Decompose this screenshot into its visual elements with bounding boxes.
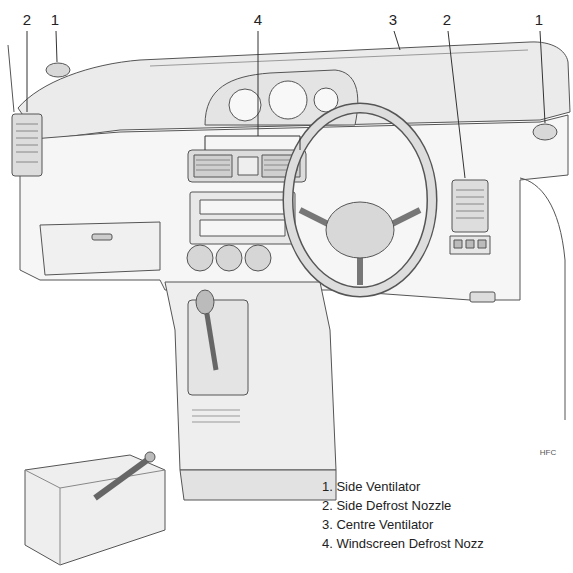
- leader-line: [448, 31, 465, 178]
- leader-line: [540, 31, 545, 123]
- side-defrost-nozzle: [452, 180, 488, 232]
- callout-number: 1: [535, 12, 543, 29]
- callout-number: 4: [254, 12, 262, 29]
- handbrake: [95, 458, 150, 498]
- steering-wheel: [288, 108, 432, 292]
- glovebox: [40, 222, 160, 275]
- side-ventilator: [533, 124, 557, 140]
- dash-face: [20, 115, 568, 300]
- figure-code: HFC: [540, 449, 556, 458]
- knob: [187, 245, 213, 271]
- side-ventilator: [46, 63, 70, 77]
- console: [165, 282, 336, 470]
- key-entry: 2. Side Defrost Nozzle: [322, 499, 451, 513]
- leader-line: [56, 31, 57, 62]
- dashboard: [8, 42, 570, 565]
- callout-number: 2: [443, 12, 451, 29]
- key-entry: 3. Centre Ventilator: [322, 518, 433, 532]
- leader-line: [27, 31, 28, 112]
- gear-lever: [206, 308, 216, 370]
- pillar-line: [8, 45, 14, 112]
- knob: [216, 245, 242, 271]
- callout-number: 1: [51, 12, 59, 29]
- radio: [190, 192, 295, 244]
- leader-lines: [27, 31, 545, 178]
- door-line: [520, 178, 565, 420]
- key-entry: 1. Side Ventilator: [322, 480, 420, 494]
- steering-hub: [326, 202, 394, 258]
- callout-number: 2: [23, 12, 31, 29]
- side-defrost-nozzle: [12, 114, 42, 176]
- leader-line: [394, 31, 400, 50]
- inset-console: [25, 455, 165, 565]
- leader-line: [205, 31, 300, 150]
- callout-number: 3: [389, 12, 397, 29]
- key-entry: 4. Windscreen Defrost Nozz: [322, 537, 484, 551]
- windscreen-edge: [150, 50, 528, 66]
- knob: [245, 245, 271, 271]
